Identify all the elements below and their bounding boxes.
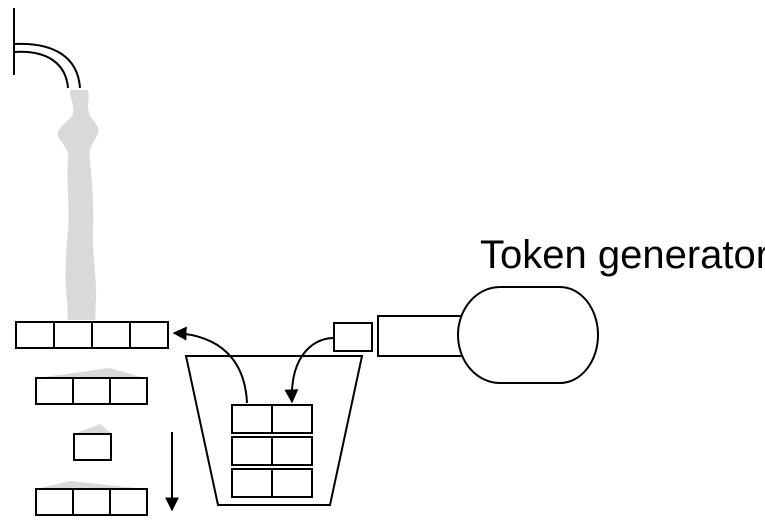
token-fill-arrow bbox=[284, 337, 335, 404]
token bbox=[231, 436, 273, 466]
traffic-wedge bbox=[36, 481, 146, 489]
packet bbox=[72, 488, 111, 516]
packet-row-2 bbox=[35, 368, 148, 405]
packet bbox=[109, 488, 148, 516]
token bbox=[271, 436, 313, 466]
token-consume-arrow bbox=[172, 326, 248, 404]
outgoing-packets bbox=[35, 481, 148, 516]
incoming-packets bbox=[15, 321, 169, 349]
token-generator-label: Token generator bbox=[480, 233, 765, 277]
packet bbox=[53, 321, 93, 349]
packet bbox=[72, 377, 111, 405]
traffic-wedge bbox=[74, 424, 112, 434]
token bbox=[271, 468, 313, 498]
packet bbox=[129, 321, 169, 349]
source-pipe bbox=[13, 8, 81, 89]
packet bbox=[15, 321, 55, 349]
traffic-wedge bbox=[36, 368, 144, 378]
token bbox=[231, 468, 273, 498]
packet bbox=[35, 377, 74, 405]
generator-nozzle bbox=[377, 315, 465, 357]
packet bbox=[109, 377, 148, 405]
token bbox=[271, 404, 313, 434]
token-generator bbox=[377, 286, 599, 384]
token bbox=[231, 404, 273, 434]
packet bbox=[73, 433, 112, 461]
packet bbox=[35, 488, 74, 516]
generator-body bbox=[457, 286, 599, 384]
traffic-stream bbox=[57, 90, 99, 320]
packet-row-3 bbox=[73, 424, 112, 461]
new-token bbox=[333, 322, 373, 352]
packet bbox=[91, 321, 131, 349]
token-bucket bbox=[184, 355, 364, 506]
